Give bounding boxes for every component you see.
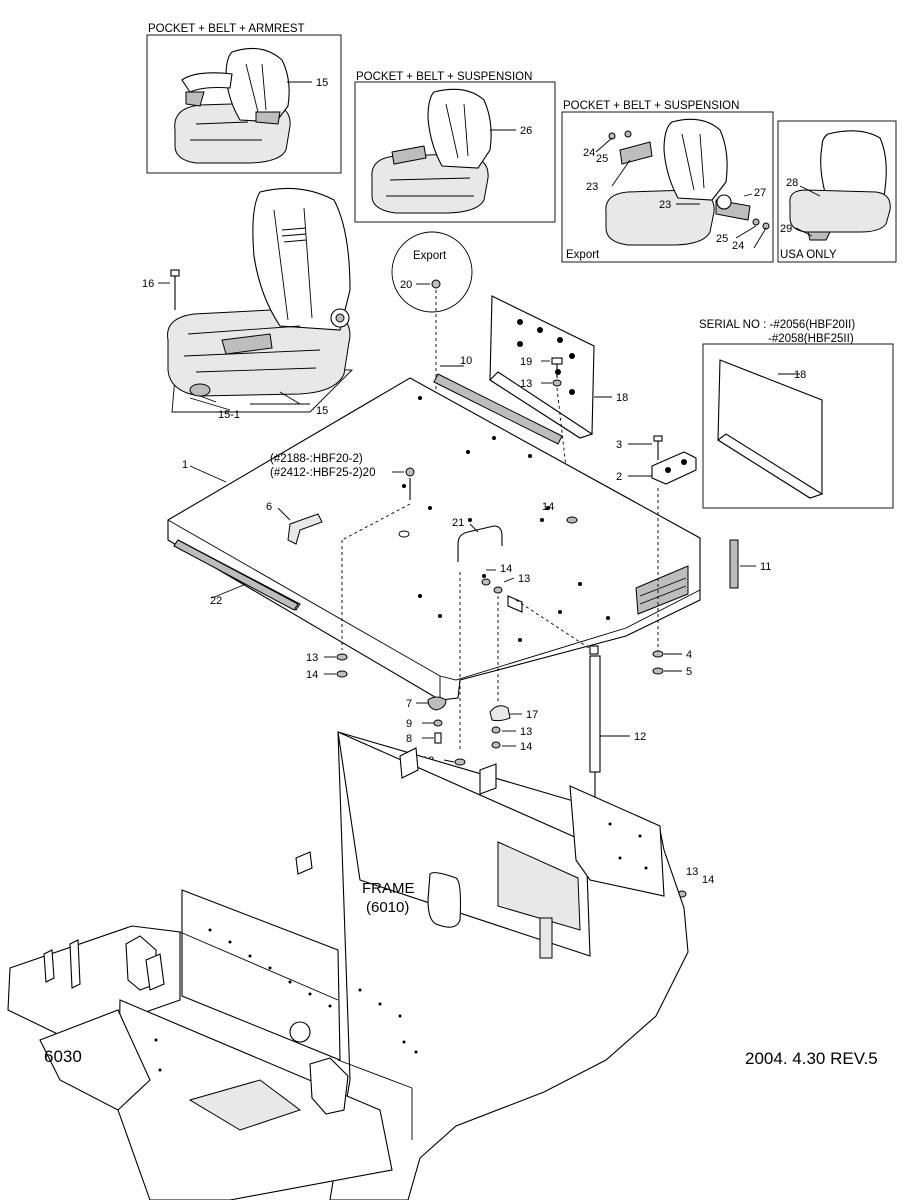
callout-17: 17 bbox=[526, 709, 538, 721]
callout-14-left: 14 bbox=[306, 669, 318, 681]
frame-6010 bbox=[7, 731, 689, 1200]
catch-17-stack bbox=[489, 705, 522, 749]
variant-note-1: (#2188-:HBF20-2) bbox=[270, 453, 363, 465]
callout-14-upper: 14 bbox=[542, 501, 554, 513]
callout-24-b: 24 bbox=[732, 240, 744, 252]
rail-10 bbox=[433, 365, 563, 445]
bolt-16 bbox=[158, 269, 180, 310]
inset-usa-note: USA ONLY bbox=[780, 249, 837, 261]
callout-6: 6 bbox=[266, 501, 272, 513]
inset-armrest: POCKET + BELT + ARMREST 15 bbox=[146, 23, 342, 174]
washers-right bbox=[652, 650, 682, 675]
latch-parts bbox=[481, 569, 523, 704]
callout-1: 1 bbox=[182, 459, 188, 471]
seat-suspension-illustration bbox=[371, 88, 516, 214]
callout-11: 11 bbox=[760, 561, 771, 573]
callout-13-mid: 13 bbox=[518, 573, 530, 585]
serial-line-1: SERIAL NO : -#2056(HBF20II) bbox=[699, 319, 855, 331]
callout-27: 27 bbox=[754, 187, 766, 199]
bolt-20-main bbox=[341, 467, 415, 541]
callout-18-b: 18 bbox=[794, 369, 806, 381]
main-seat bbox=[167, 187, 354, 413]
callout-8: 8 bbox=[406, 733, 412, 745]
callout-25-b: 25 bbox=[716, 233, 728, 245]
callout-22: 22 bbox=[210, 595, 222, 607]
export-circle-label: Export bbox=[413, 250, 447, 262]
handle-21 bbox=[457, 523, 503, 752]
inset-armrest-caption: POCKET + BELT + ARMREST bbox=[148, 23, 305, 35]
callout-16: 16 bbox=[142, 278, 154, 290]
callout-15-main: 15 bbox=[316, 405, 328, 417]
inset-suspension-a-caption: POCKET + BELT + SUSPENSION bbox=[356, 71, 532, 83]
bracket-18 bbox=[489, 295, 612, 439]
callout-13-catch: 13 bbox=[520, 726, 532, 738]
callout-14-frame: 14 bbox=[702, 874, 714, 886]
callout-4: 4 bbox=[686, 649, 692, 661]
callout-14-catch: 14 bbox=[520, 741, 532, 753]
frame-label: FRAME bbox=[362, 880, 415, 897]
frame-code: (6010) bbox=[366, 899, 409, 916]
callout-3: 3 bbox=[616, 439, 622, 451]
callout-7: 7 bbox=[406, 698, 412, 710]
callout-13-top: 13 bbox=[520, 378, 532, 390]
callout-19: 19 bbox=[520, 356, 532, 368]
callout-21: 21 bbox=[452, 517, 464, 529]
inset-usa: 28 29 USA ONLY bbox=[777, 120, 897, 263]
callout-13-left: 13 bbox=[306, 652, 318, 664]
seat-armrest-illustration bbox=[174, 47, 312, 164]
inset-serial bbox=[702, 343, 894, 509]
callout-23: 23 bbox=[586, 181, 598, 193]
callout-12: 12 bbox=[634, 731, 646, 743]
inset-suspension-a: POCKET + BELT + SUSPENSION 26 bbox=[354, 71, 556, 223]
callout-5: 5 bbox=[686, 666, 692, 678]
serial-line-2: -#2058(HBF25II) bbox=[768, 333, 854, 345]
callout-20: 20 bbox=[400, 279, 412, 291]
strip-11 bbox=[729, 539, 756, 589]
callout-13-frame: 13 bbox=[686, 866, 698, 878]
callout-15-1: 15-1 bbox=[218, 409, 240, 421]
callout-25: 25 bbox=[596, 153, 608, 165]
callout-24: 24 bbox=[583, 147, 595, 159]
callout-9: 9 bbox=[406, 718, 412, 730]
callout-26: 26 bbox=[520, 125, 532, 137]
callout-18: 18 bbox=[616, 392, 628, 404]
rail-22 bbox=[173, 539, 299, 611]
callout-2: 2 bbox=[616, 471, 622, 483]
washer-14-upper bbox=[566, 516, 578, 524]
hinge-2 bbox=[628, 435, 697, 652]
inset-export-note: Export bbox=[566, 249, 600, 261]
inset-suspension-b: POCKET + BELT + SUSPENSION 24 25 23 23 2… bbox=[561, 100, 774, 263]
callout-28: 28 bbox=[786, 177, 798, 189]
callout-15: 15 bbox=[316, 77, 328, 89]
lever-6 bbox=[277, 507, 323, 545]
seat-export-illustration bbox=[595, 118, 770, 249]
callout-23-b: 23 bbox=[659, 199, 671, 211]
page-code: 6030 bbox=[44, 1047, 82, 1066]
seat-plate bbox=[167, 377, 701, 701]
inset-suspension-b-caption: POCKET + BELT + SUSPENSION bbox=[563, 100, 739, 112]
variant-note-2: (#2412-:HBF25-2)20 bbox=[270, 467, 375, 479]
seat-usa-illustration bbox=[789, 130, 891, 241]
revision-stamp: 2004. 4.30 REV.5 bbox=[745, 1049, 878, 1068]
callout-29: 29 bbox=[780, 223, 792, 235]
callout-14-mid: 14 bbox=[500, 563, 512, 575]
callout-10: 10 bbox=[460, 355, 472, 367]
washers-left bbox=[324, 540, 348, 678]
